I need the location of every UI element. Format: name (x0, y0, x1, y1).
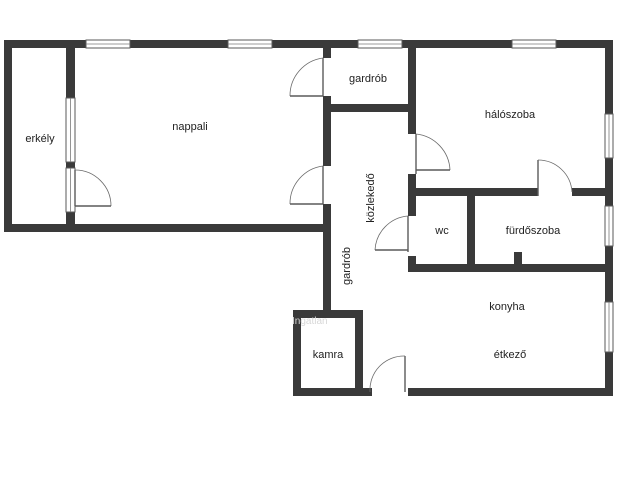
door-wc (374, 215, 416, 256)
wall-kamra-top (293, 310, 363, 318)
window-halo (511, 39, 557, 49)
wall-kamra-right (355, 310, 363, 396)
window-erkely-lower (65, 167, 76, 213)
label-gardrob-top: gardrób (349, 73, 387, 85)
label-etkezo: étkező (494, 349, 526, 361)
wall-gardrob-bottom (323, 104, 416, 112)
door-erkely (74, 169, 112, 207)
window-nappali-2 (227, 39, 273, 49)
label-wc: wc (434, 225, 449, 237)
wall-bottom (293, 388, 613, 396)
watermark: Ingatlan (292, 316, 328, 327)
room-labels: erkély nappali gardrób hálószoba közleke… (25, 73, 561, 361)
label-nappali: nappali (172, 121, 207, 133)
window-nappali-1 (85, 39, 131, 49)
door-haloszoba (408, 133, 451, 174)
label-erkely: erkély (25, 133, 55, 145)
doors (74, 57, 573, 396)
door-nappali-lower (289, 165, 331, 205)
door-nappali-upper (289, 57, 331, 97)
wall-gardrob-right (408, 40, 416, 112)
window-halo-right (604, 113, 614, 159)
window-erkely-upper (65, 97, 76, 163)
window-furdo-right (604, 205, 614, 247)
label-kamra: kamra (313, 349, 344, 361)
label-haloszoba: hálószoba (485, 109, 536, 121)
wall-halo-bottom (408, 188, 613, 196)
door-halo-bottom (537, 159, 573, 196)
wall-wc-furdo (467, 196, 475, 268)
walls (4, 40, 613, 396)
wall-left-bottom (4, 224, 331, 232)
door-konyha (369, 355, 408, 396)
label-kozlekedo: közlekedő (365, 173, 377, 223)
window-konyha-right (604, 301, 614, 353)
window-gardrob (357, 39, 403, 49)
label-konyha: konyha (489, 301, 525, 313)
wall-top (4, 40, 613, 48)
wall-furdo-stub (514, 252, 522, 268)
windows (65, 39, 614, 353)
wall-left (4, 40, 12, 232)
wall-wc-bottom (408, 264, 613, 272)
wall-kamra-left (293, 310, 301, 396)
label-furdoszoba: fürdőszoba (506, 225, 561, 237)
label-gardrob-side: gardrób (341, 247, 353, 285)
